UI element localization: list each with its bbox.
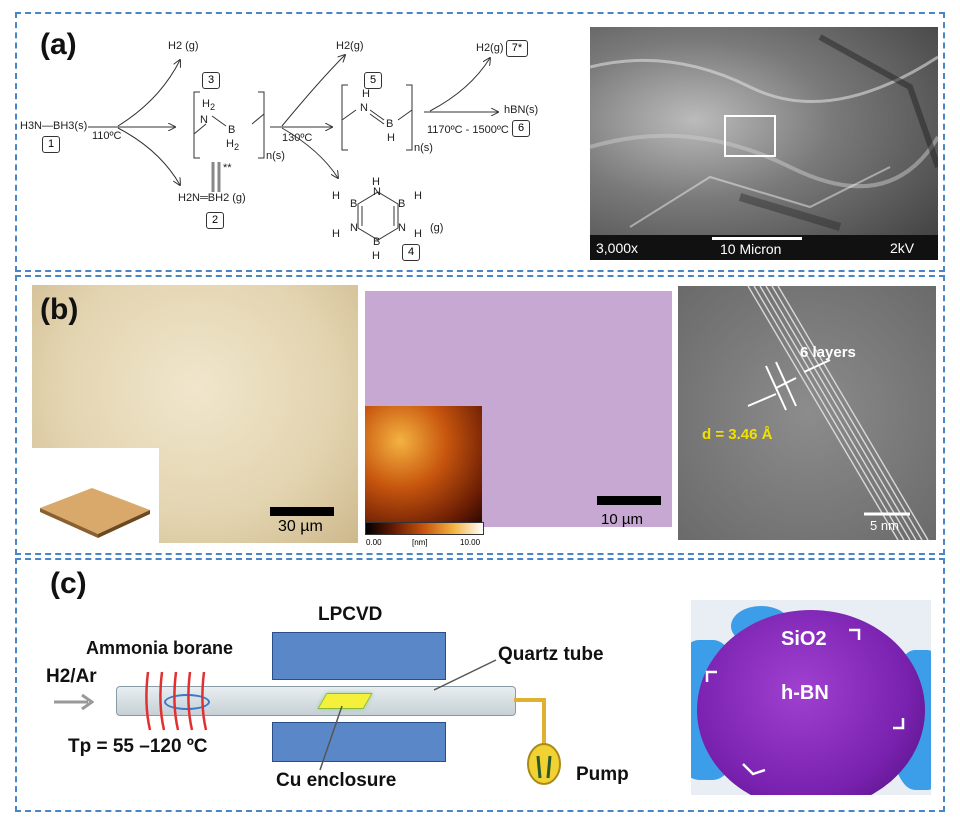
- borazine-n-left: N: [350, 222, 358, 234]
- tem-spacing-label: d = 3.46 Å: [702, 426, 773, 443]
- panel-a: [15, 12, 945, 272]
- wafer-sio2-label: SiO2: [781, 628, 827, 650]
- compound-2-label: 2: [206, 212, 224, 229]
- precursor-label: Ammonia borane: [86, 638, 234, 658]
- compound-6-label: 6: [512, 120, 530, 137]
- aminoborane-formula: H2N═BH2 (g): [178, 192, 246, 204]
- sem-highlight-box: [724, 115, 776, 157]
- borazine-n-right: N: [398, 222, 406, 234]
- tube-pointer-line: [433, 659, 497, 691]
- compound-7-label: 7*: [506, 40, 528, 57]
- compound-3-label: 3: [202, 72, 220, 89]
- afm-colorbar-max: 10.00: [460, 538, 481, 547]
- panel-c: [15, 558, 945, 812]
- furnace-top-block: [272, 632, 446, 680]
- substrate-3d-icon: [40, 488, 150, 538]
- panel-a-label: (a): [40, 28, 77, 61]
- borazine-h-left-bottom: H: [332, 228, 340, 240]
- borazine-h-bottom: H: [372, 250, 380, 262]
- temperature-label: Tp = 55 –120 ºC: [68, 736, 208, 757]
- gas-label: H2/Ar: [46, 666, 97, 687]
- borazine-gas: (g): [430, 222, 444, 234]
- polymer1-n: N: [200, 114, 208, 126]
- compound-5-label: 5: [364, 72, 382, 89]
- sem-texture: [590, 34, 938, 231]
- sem-magnification: 3,000x: [596, 240, 639, 256]
- polymer2-n: N: [360, 102, 368, 114]
- borazine-b-bottom: B: [373, 236, 381, 248]
- gas-inlet-arrow-icon: [54, 693, 94, 711]
- afm-colorbar-min: 0.00: [366, 538, 382, 547]
- furnace-label: LPCVD: [318, 604, 383, 625]
- polymer1-nh2: H2: [202, 98, 216, 113]
- polymer2-bh: H: [387, 132, 395, 144]
- borazine-b-left: B: [350, 198, 358, 210]
- tem-fringes: [747, 286, 929, 540]
- optical-scale-text: 30 µm: [278, 518, 323, 535]
- tem-layers-label: 6 layers: [800, 344, 856, 361]
- borazine-h-left-top: H: [332, 190, 340, 202]
- compound-4-label: 4: [402, 244, 420, 261]
- h2-gas-1: H2 (g): [168, 40, 199, 52]
- afm-scale-text: 10 µm: [601, 511, 643, 527]
- polymer2-nh: H: [362, 88, 370, 100]
- polymer2-b: B: [386, 118, 394, 130]
- reaction-arrows: [88, 40, 580, 241]
- optical-scale-bar: [270, 507, 334, 516]
- panel-b: [15, 275, 945, 555]
- sem-info-bar: 3,000x 10 Micron 2kV: [590, 235, 938, 260]
- afm-colorbar-unit: [nm]: [412, 538, 428, 547]
- compound-1-label: 1: [42, 136, 60, 153]
- polymer1-n-sub: n(s): [266, 150, 285, 162]
- tem-scale-text: 5 nm: [870, 518, 899, 533]
- h2-gas-3: H2(g): [476, 42, 504, 54]
- tem-image: 6 layers d = 3.46 Å 5 nm: [678, 286, 936, 540]
- precursor-boat: [164, 694, 210, 710]
- sem-image: 3,000x 10 Micron 2kV: [590, 27, 938, 260]
- wafer-corner-marks: [705, 628, 905, 776]
- sem-scale-bar: [712, 237, 802, 240]
- heating-coil-icon: [145, 671, 208, 731]
- afm-scale-bar: [597, 496, 661, 505]
- wafer-hbn-label: h-BN: [781, 682, 829, 704]
- equilibrium-mark: **: [223, 162, 232, 174]
- borazine-h-right-bottom: H: [414, 228, 422, 240]
- product-hbn: hBN(s): [504, 104, 539, 116]
- condition-130: 130ºC: [282, 132, 313, 144]
- afm-colorbar: [365, 522, 484, 535]
- enclosure-label: Cu enclosure: [276, 770, 397, 791]
- condition-110: 110ºC: [92, 130, 122, 142]
- pump-icon: [514, 698, 561, 785]
- borazine-b-right: B: [398, 198, 406, 210]
- polymer1-bh2: H2: [226, 138, 240, 153]
- afm-height-inset: [365, 406, 482, 523]
- borazine-n-top: N: [373, 186, 381, 198]
- panel-b-label: (b): [40, 293, 79, 326]
- furnace-bottom-block: [272, 722, 446, 762]
- wafer: [697, 610, 925, 795]
- enclosure-pointer-line: [319, 705, 343, 771]
- polymer1-b: B: [228, 124, 236, 136]
- tube-label: Quartz tube: [498, 644, 604, 665]
- optical-image: 30 µm: [32, 285, 358, 543]
- h2-gas-2: H2(g): [336, 40, 364, 52]
- reaction-scheme: H3N—BH3(s) 1 110ºC H2 (g) 3 H2 N B H2 n(…: [20, 40, 580, 265]
- borazine-h-top: H: [372, 176, 380, 188]
- sem-scale-text: 10 Micron: [720, 241, 782, 257]
- condition-high-temp: 1170ºC - 1500ºC: [427, 124, 509, 136]
- panel-c-label: (c): [50, 567, 87, 600]
- pump-label: Pump: [576, 764, 629, 785]
- wafer-photo: SiO2 h-BN: [691, 600, 931, 795]
- reactant-formula: H3N—BH3(s): [20, 120, 88, 132]
- sem-voltage: 2kV: [890, 240, 915, 256]
- borazine-h-right-top: H: [414, 190, 422, 202]
- polymer2-n-sub: n(s): [414, 142, 433, 154]
- optical-inset: [32, 448, 159, 543]
